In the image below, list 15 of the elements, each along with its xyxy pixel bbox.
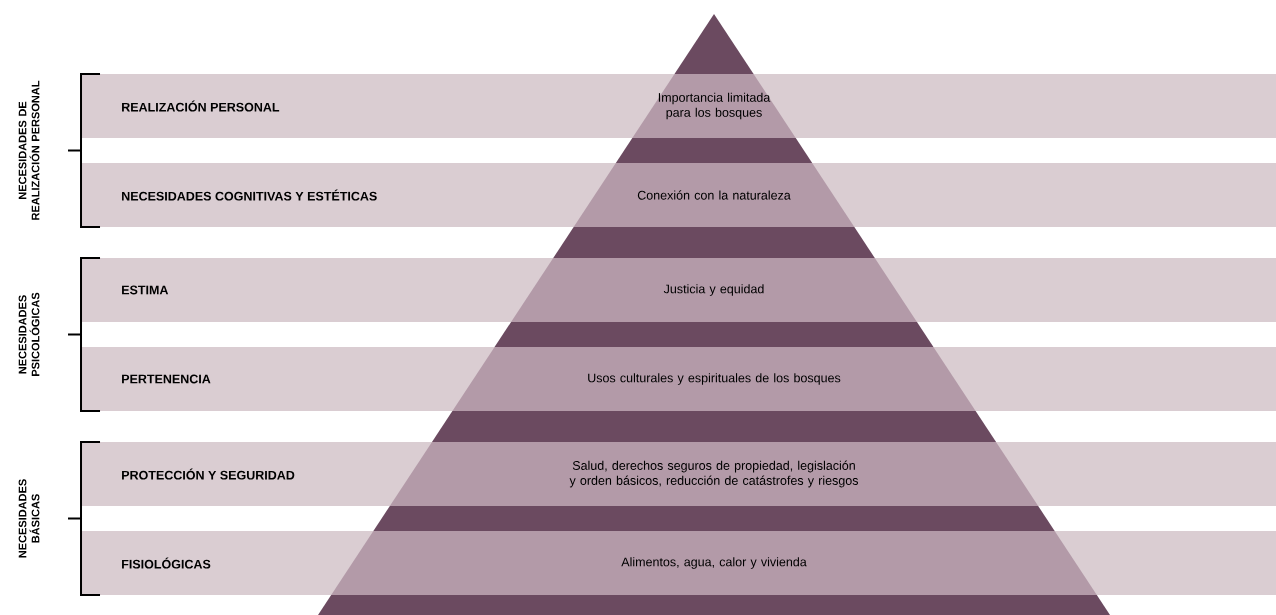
- level-text: Conexión con la naturaleza: [637, 190, 791, 200]
- level-text: Alimentos, agua, calor y vivienda: [621, 557, 807, 569]
- group-label: NECESIDADES DE REALIZACIÓN PERSONAL: [18, 80, 40, 220]
- group-label: NECESIDADES PSICOLÓGICAS: [18, 292, 40, 376]
- level-text: Importancia limitada para los bosques: [658, 92, 771, 120]
- level-text: Justicia y equidad: [663, 284, 764, 296]
- row-label: PROTECCIÓN Y SEGURIDAD: [122, 468, 295, 480]
- level-text: Usos culturales y espirituales de los bosques: [588, 373, 841, 385]
- row-label: REALIZACIÓN PERSONAL: [122, 100, 280, 112]
- row-label: NECESIDADES COGNITIVAS Y ESTÉTICAS: [122, 189, 377, 201]
- row-label: FISIOLÓGICAS: [122, 557, 211, 569]
- group-label: NECESIDADES BÁSICAS: [18, 479, 40, 558]
- row-label: PERTENENCIA: [122, 374, 211, 384]
- row-label: ESTIMA: [122, 285, 169, 295]
- level-text: Salud, derechos seguros de propiedad, legislación y orden básicos, reducción de catástrofes y riesgos: [569, 460, 859, 488]
